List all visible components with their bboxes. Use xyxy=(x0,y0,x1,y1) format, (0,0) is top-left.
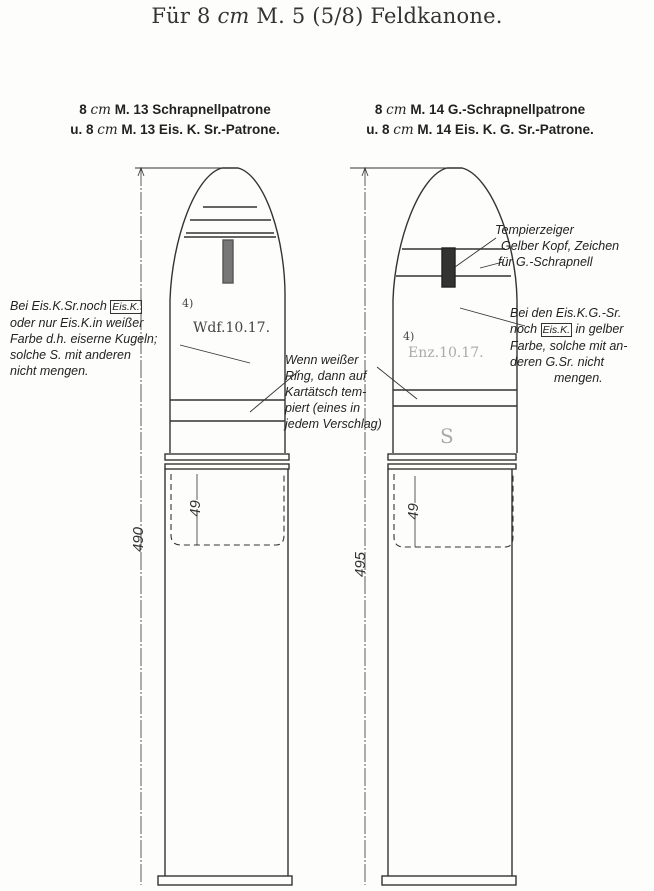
left-cartridge-outline xyxy=(135,166,301,886)
middle-note: Wenn weißer Ring, dann auf Kartätsch tem… xyxy=(285,353,382,431)
left-stamp: Wdf.10.17. xyxy=(193,320,271,336)
right-cartridge-heading: 8 cm M. 14 G.-Schrapnellpatrone u. 8 cm … xyxy=(366,102,594,138)
right-cartridge-outline xyxy=(350,166,526,886)
left-note: Bei Eis.K.Sr.noch Eis.K. oder nur Eis.K.… xyxy=(10,299,158,378)
right-fuze-note: Tempierzeiger Gelber Kopf, Zeichen für G… xyxy=(495,223,620,269)
right-fuze-marker xyxy=(441,247,456,288)
left-cartridge-heading: 8 cm M. 13 Schrapnellpatrone u. 8 cm M. … xyxy=(70,102,280,138)
left-overall-length: 490 xyxy=(130,526,148,553)
right-pocket-depth: 49 xyxy=(404,503,422,520)
right-overall-length: 495 xyxy=(352,551,370,578)
left-pocket-depth: 49 xyxy=(186,500,204,517)
page-title: Für 8 cm M. 5 (5/8) Feldkanone. xyxy=(151,4,503,28)
right-note: Bei den Eis.K.G.-Sr. noch Eis.K. in gelb… xyxy=(510,306,628,385)
right-stamp-note: 4) xyxy=(403,330,415,343)
left-fuze-marker xyxy=(222,239,234,284)
left-stamp-note: 4) xyxy=(182,297,194,310)
right-body-mark: S xyxy=(440,424,454,448)
eis-k-box: Eis.K. xyxy=(110,300,142,314)
right-stamp: Enz.10.17. xyxy=(408,345,484,361)
eis-k-box: Eis.K. xyxy=(540,323,573,337)
